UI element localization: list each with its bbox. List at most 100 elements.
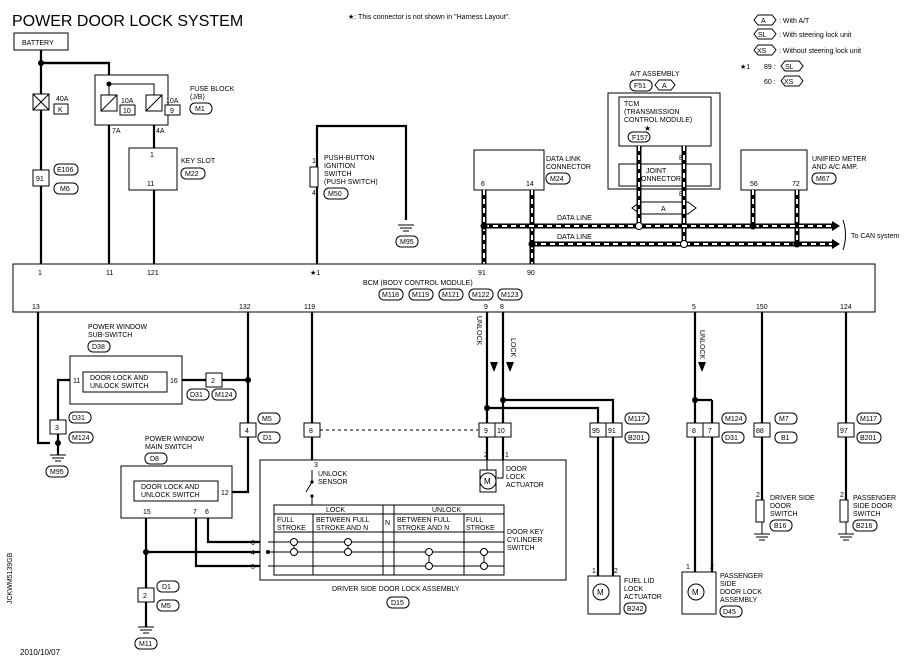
- svg-text:E106: E106: [57, 167, 73, 174]
- svg-text:DRIVER SIDE: DRIVER SIDE: [770, 495, 815, 502]
- svg-text:A: A: [661, 206, 666, 213]
- svg-text:M22: M22: [185, 171, 199, 178]
- svg-text:4: 4: [251, 550, 255, 557]
- ground-icon: [838, 522, 854, 541]
- svg-text:SWITCH: SWITCH: [324, 171, 352, 178]
- svg-text:72: 72: [792, 181, 800, 188]
- svg-text:UNLOCK: UNLOCK: [432, 507, 462, 514]
- push-switch-wire: [315, 124, 408, 270]
- motor-icon: [687, 583, 705, 601]
- svg-text:MAIN SWITCH: MAIN SWITCH: [145, 444, 192, 451]
- svg-text:UNLOCK SWITCH: UNLOCK SWITCH: [90, 383, 149, 390]
- svg-text:10: 10: [497, 428, 505, 435]
- svg-text:7: 7: [708, 428, 712, 435]
- svg-text:M6: M6: [60, 186, 70, 193]
- svg-text:97: 97: [840, 428, 848, 435]
- svg-text:DOOR LOCK AND: DOOR LOCK AND: [90, 375, 148, 382]
- svg-text:9: 9: [484, 428, 488, 435]
- svg-text:UNLOCK: UNLOCK: [318, 471, 348, 478]
- svg-text:SWITCH: SWITCH: [770, 511, 798, 518]
- svg-text:M117: M117: [628, 416, 645, 423]
- svg-text:4A: 4A: [156, 128, 165, 135]
- svg-text:10: 10: [123, 108, 131, 115]
- svg-text:PASSENGER: PASSENGER: [720, 573, 763, 580]
- joint-connector: [618, 163, 712, 187]
- svg-text:SUB-SWITCH: SUB-SWITCH: [88, 332, 132, 339]
- svg-text:LOCK: LOCK: [506, 474, 525, 481]
- svg-text:M123: M123: [501, 292, 519, 299]
- svg-text:M95: M95: [50, 469, 64, 476]
- svg-text:D1: D1: [263, 435, 272, 442]
- svg-text:8: 8: [692, 428, 696, 435]
- svg-text:JOINT: JOINT: [646, 168, 667, 175]
- svg-text:ASSEMBLY: ASSEMBLY: [720, 597, 758, 604]
- svg-text:M124: M124: [725, 416, 743, 423]
- svg-text:6: 6: [205, 509, 209, 516]
- svg-text:1: 1: [686, 564, 690, 571]
- svg-text:150: 150: [756, 304, 768, 311]
- svg-text:6: 6: [481, 181, 485, 188]
- svg-text:M5: M5: [161, 603, 171, 610]
- svg-text:★1: ★1: [310, 269, 320, 277]
- svg-text:1: 1: [150, 152, 154, 159]
- svg-text:A: A: [662, 83, 667, 90]
- svg-text:121: 121: [147, 270, 159, 277]
- svg-text:M: M: [484, 477, 491, 486]
- connector-note: ★: This connector is not shown in "Harne…: [348, 13, 510, 21]
- svg-text:STROKE AND N: STROKE AND N: [316, 525, 368, 532]
- svg-text:91: 91: [36, 176, 44, 183]
- svg-text:B201: B201: [628, 435, 644, 442]
- svg-text:DOOR: DOOR: [770, 503, 791, 510]
- passenger-door-switch-icon: [839, 499, 849, 523]
- svg-text:2: 2: [614, 568, 618, 575]
- svg-text:LOCK: LOCK: [624, 586, 643, 593]
- svg-text:(PUSH SWITCH): (PUSH SWITCH): [324, 179, 378, 186]
- svg-text:STROKE AND N: STROKE AND N: [397, 525, 449, 532]
- svg-text:STROKE: STROKE: [277, 525, 306, 532]
- svg-text:M: M: [597, 588, 604, 597]
- bcm-label: BCM (BODY CONTROL MODULE): [363, 280, 473, 287]
- svg-text:SWITCH: SWITCH: [853, 511, 881, 518]
- svg-text:DOOR: DOOR: [506, 466, 527, 473]
- svg-text:D38: D38: [92, 344, 105, 351]
- svg-text:FUSE BLOCK: FUSE BLOCK: [190, 86, 235, 93]
- svg-text:14: 14: [526, 181, 534, 188]
- svg-text:11: 11: [106, 270, 113, 277]
- svg-text:M119: M119: [412, 292, 429, 299]
- svg-text:SIDE DOOR: SIDE DOOR: [853, 503, 892, 510]
- svg-text:10A: 10A: [166, 98, 179, 105]
- svg-text:2: 2: [211, 378, 215, 385]
- ground-icon: [398, 224, 414, 232]
- svg-text:7A: 7A: [112, 128, 121, 135]
- svg-text:B1: B1: [781, 435, 790, 442]
- svg-text:60 :: 60 :: [764, 79, 776, 86]
- svg-text:1: 1: [312, 158, 316, 165]
- svg-text:XS: XS: [784, 79, 794, 86]
- svg-text:: Without steering lock unit: : Without steering lock unit: [779, 48, 861, 55]
- svg-text:2: 2: [484, 452, 488, 459]
- svg-text:4: 4: [312, 190, 316, 197]
- svg-text:BETWEEN FULL: BETWEEN FULL: [397, 517, 451, 524]
- svg-text:D31: D31: [725, 435, 738, 442]
- svg-text:1: 1: [38, 270, 42, 277]
- svg-text:LOCK: LOCK: [326, 507, 345, 514]
- svg-text:(J/B): (J/B): [190, 94, 205, 101]
- legend: A : With A/T SL : With steering lock uni…: [740, 14, 861, 87]
- svg-text:90: 90: [527, 270, 535, 277]
- svg-text:D45: D45: [723, 609, 736, 616]
- svg-text:132: 132: [239, 304, 251, 311]
- svg-text:88: 88: [756, 428, 764, 435]
- svg-text:SWITCH: SWITCH: [507, 545, 535, 552]
- svg-text:124: 124: [840, 304, 852, 311]
- svg-text:M124: M124: [215, 392, 233, 399]
- svg-text:XS: XS: [757, 48, 767, 55]
- svg-text:5: 5: [251, 564, 255, 571]
- svg-text:B201: B201: [860, 435, 876, 442]
- svg-text:DRIVER SIDE DOOR LOCK ASSEMBLY: DRIVER SIDE DOOR LOCK ASSEMBLY: [332, 586, 460, 593]
- svg-text:B216: B216: [856, 523, 872, 530]
- svg-text:6: 6: [251, 540, 255, 547]
- svg-text:FUEL LID: FUEL LID: [624, 578, 654, 585]
- data-line-label: DATA LINE: [557, 234, 592, 241]
- push-switch-icon: [309, 166, 319, 188]
- svg-text:D31: D31: [72, 415, 85, 422]
